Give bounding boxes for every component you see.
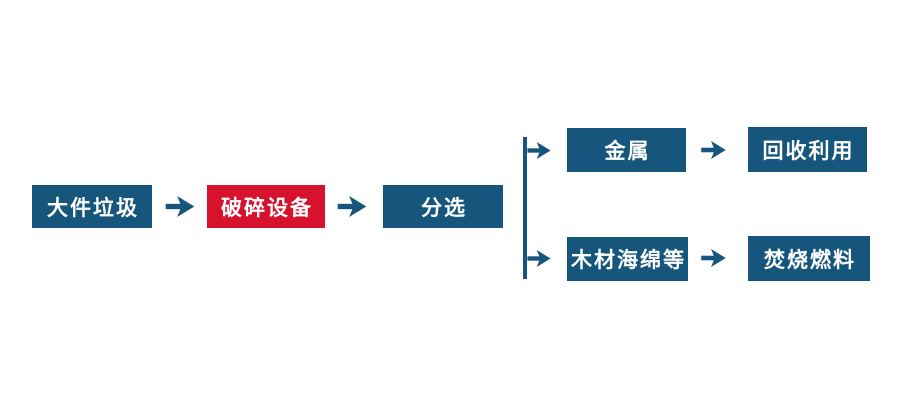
branch-connector-line <box>523 137 527 279</box>
flow-arrow-icon <box>701 141 726 159</box>
node-incineration-fuel: 焚烧燃料 <box>748 236 870 281</box>
node-label: 大件垃圾 <box>47 195 139 220</box>
node-sorting: 分选 <box>383 185 503 228</box>
node-bulky-waste: 大件垃圾 <box>32 185 152 228</box>
node-label: 木材海绵等 <box>571 248 686 272</box>
flow-arrow-icon <box>337 196 367 217</box>
flow-arrow-icon <box>165 196 195 217</box>
node-label: 回收利用 <box>762 138 855 163</box>
node-label: 金属 <box>604 139 651 163</box>
node-label: 焚烧燃料 <box>764 247 856 272</box>
flow-arrow-icon <box>527 250 551 267</box>
node-label: 分选 <box>421 195 467 220</box>
node-crushing-equipment: 破碎设备 <box>207 185 325 228</box>
node-metal: 金属 <box>567 128 686 172</box>
node-recycling: 回收利用 <box>748 127 867 172</box>
node-label: 破碎设备 <box>221 195 313 220</box>
flow-arrow-icon <box>527 142 551 159</box>
flow-arrow-icon <box>701 249 726 267</box>
node-wood-sponge-etc: 木材海绵等 <box>567 237 688 281</box>
